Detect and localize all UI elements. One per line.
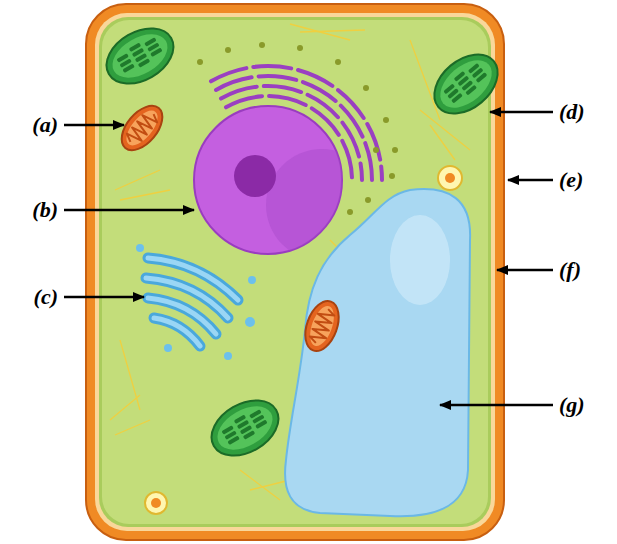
- ribosome: [335, 59, 341, 65]
- callout-letter: (b): [32, 196, 58, 224]
- ribosome: [225, 47, 231, 53]
- vacuole-highlight: [390, 215, 450, 305]
- callout-letter: (g): [559, 391, 585, 419]
- ribosome: [383, 117, 389, 123]
- ribosome: [363, 85, 369, 91]
- leader-arrow: [490, 111, 553, 114]
- golgi-cisterna-inner: [154, 318, 200, 346]
- mitochondrion: [114, 98, 170, 157]
- leader-arrow: [64, 296, 144, 299]
- ribosome: [389, 173, 395, 179]
- peroxisome-core: [445, 173, 455, 183]
- nucleolus: [234, 155, 276, 197]
- fibre: [115, 170, 160, 190]
- callout-letter: (c): [34, 283, 58, 311]
- leader-arrow: [64, 124, 124, 127]
- peroxisome-core: [151, 498, 161, 508]
- vesicle: [248, 276, 256, 284]
- leader-arrow: [440, 404, 553, 407]
- ribosome: [197, 59, 203, 65]
- callout-letter: (a): [32, 111, 58, 139]
- cell-membrane: [99, 17, 491, 527]
- leader-arrow: [64, 209, 194, 212]
- callout-letter: (d): [559, 98, 585, 126]
- callout-letter: (e): [559, 166, 583, 194]
- fibre: [420, 110, 470, 150]
- ribosome: [365, 197, 371, 203]
- fibre: [430, 125, 455, 160]
- fibre: [300, 30, 365, 32]
- mitochondrion: [299, 296, 345, 355]
- golgi-vesicles: [136, 244, 256, 360]
- ribosome: [297, 45, 303, 51]
- peroxisome: [145, 492, 167, 514]
- chloroplast: [202, 389, 288, 467]
- fibre: [410, 40, 440, 120]
- peroxisome: [438, 166, 462, 190]
- ribosome: [373, 147, 379, 153]
- leader-arrows: [64, 112, 553, 405]
- fibre: [120, 340, 140, 410]
- vesicle: [164, 344, 172, 352]
- fibre: [110, 395, 140, 420]
- ribosome: [392, 147, 398, 153]
- vesicle: [136, 244, 144, 252]
- fibre: [240, 470, 280, 500]
- central-vacuole: [285, 189, 470, 516]
- leader-arrow: [497, 269, 553, 272]
- ribosome: [259, 42, 265, 48]
- chloroplast: [97, 17, 183, 95]
- fibre: [250, 480, 290, 490]
- cytoplasm: [102, 20, 488, 524]
- vesicle: [245, 317, 255, 327]
- ribosome: [347, 209, 353, 215]
- callout-letter: (f): [559, 256, 581, 284]
- fibre: [120, 190, 170, 200]
- golgi-cisterna: [154, 318, 200, 346]
- leader-arrow: [508, 179, 553, 182]
- golgi-apparatus: [146, 258, 238, 346]
- fibre: [115, 420, 150, 435]
- vesicle: [224, 352, 232, 360]
